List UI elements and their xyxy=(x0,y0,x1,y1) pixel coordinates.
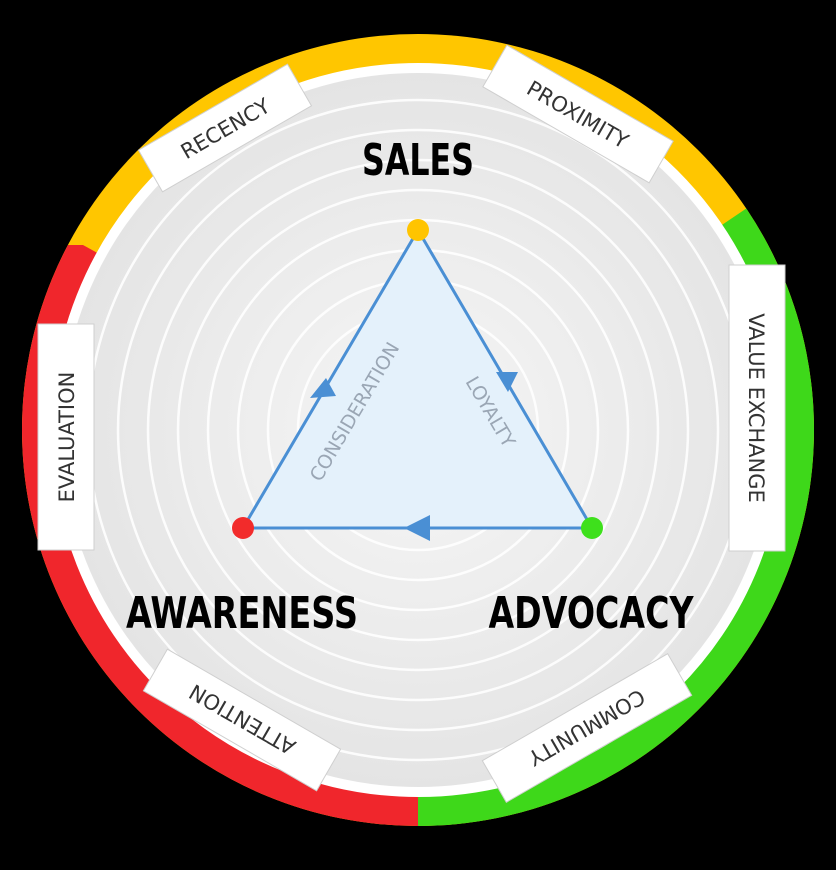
stage-label-advocacy: ADVOCACY xyxy=(489,588,695,639)
arrow-consideration xyxy=(310,378,336,398)
arrow-advocacy-to-awareness xyxy=(404,515,430,541)
node-sales xyxy=(407,219,429,241)
stage-label-awareness: AWARENESS xyxy=(126,588,358,639)
stage-label-sales: SALES xyxy=(362,135,474,186)
node-advocacy xyxy=(581,517,603,539)
concentric-ring xyxy=(176,188,660,672)
card-evaluation: EVALUATION xyxy=(37,323,95,551)
card-value-exchange: VALUE EXCHANGE xyxy=(728,264,786,552)
arrow-loyalty xyxy=(496,372,518,392)
concentric-ring xyxy=(116,128,720,732)
concentric-ring xyxy=(146,158,690,702)
card-label-evaluation: EVALUATION xyxy=(55,372,79,503)
card-label-value-exchange: VALUE EXCHANGE xyxy=(744,313,768,503)
node-awareness xyxy=(232,517,254,539)
